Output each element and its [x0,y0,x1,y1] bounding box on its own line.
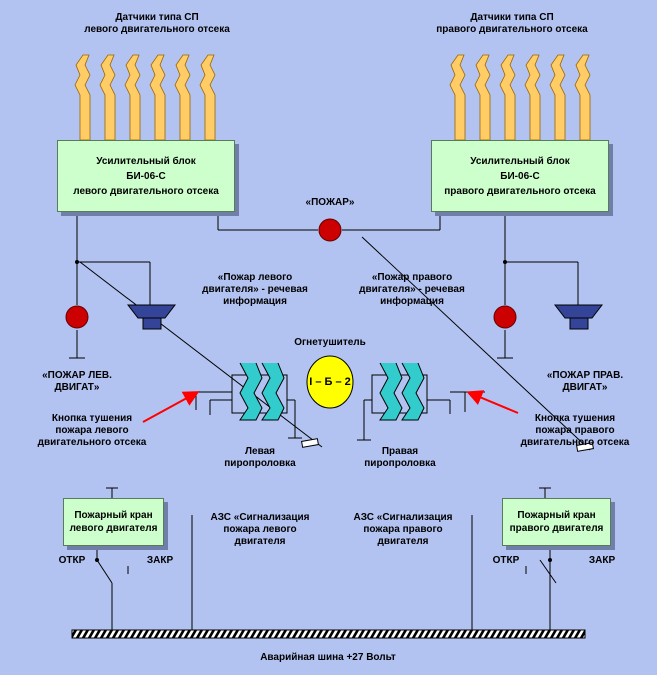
sensors-left-title: Датчики типа СП левого двигательного отс… [57,12,257,36]
extinguish-button-right[interactable]: Кнопка тушения пожара правого двигательн… [505,413,645,449]
extinguish-button-left[interactable]: Кнопка тушения пожара левого двигательно… [22,413,162,449]
lamp-icon [493,305,517,329]
sensor-icon [549,54,566,141]
engine-fire-right: «ПОЖАР ПРАВ. ДВИГАТ» [530,370,640,394]
lamp-icon [318,218,342,242]
squib-left-label: Левая пиропроловка [210,446,310,470]
sensors-right [449,54,591,141]
valve-right-close: ЗАКР [588,555,616,566]
breaker-left-line2: пожара левого [223,524,297,535]
extinguish-button-left-line3: двигательного отсека [37,437,147,448]
squib-right-line2: пиропроловка [364,458,436,469]
engine-fire-right-line2: ДВИГАТ» [562,382,608,393]
sensors-left-line1: Датчики типа СП [115,12,199,23]
voice-info-right-line3: информация [380,296,444,307]
breaker-right-line2: пожара правого [363,524,443,535]
breaker-right-line3: двигателя [377,536,429,547]
squib-left-line1: Левая [245,446,275,457]
fire-lamp-label: «ПОЖАР» [305,197,355,208]
extinguisher-title: Огнетушитель [294,337,366,348]
speaker-icon [126,304,177,330]
sensor-icon [449,54,466,141]
engine-fire-left: «ПОЖАР ЛЕВ. ДВИГАТ» [27,370,127,394]
bus-label: Аварийная шина +27 Вольт [260,652,396,663]
breaker-left-line1: АЗС «Сигнализация [210,512,310,523]
breaker-right: АЗС «Сигнализация пожара правого двигате… [338,512,468,548]
valve-left-open: ОТКР [58,555,86,566]
extinguish-button-right-line2: пожара правого [535,425,615,436]
fire-valve-right-line1: Пожарный кран [517,510,596,521]
lamp-icon [65,305,89,329]
engine-fire-left-line1: «ПОЖАР ЛЕВ. [42,370,112,381]
breaker-right-line1: АЗС «Сигнализация [353,512,453,523]
amp-block-right-line3: правого двигательного отсека [444,185,596,197]
extinguish-button-right-line3: двигательного отсека [520,437,630,448]
sensor-icon [124,54,141,141]
amp-block-right-line1: Усилительный блок [470,155,570,167]
fire-valve-right-line2: правого двигателя [509,523,604,534]
sensor-icon [574,54,591,141]
squib-right-line1: Правая [381,446,419,457]
voice-info-right-line2: двигателя» - речевая [359,284,465,295]
amp-block-left-line3: левого двигательного отсека [73,185,219,197]
extinguish-button-left-line1: Кнопка тушения [51,413,133,424]
voice-info-right: «Пожар правого двигателя» - речевая инфо… [337,272,487,308]
fire-valve-left-line2: левого двигателя [69,523,158,534]
engine-fire-left-line2: ДВИГАТ» [54,382,100,393]
sensors-right-line2: правого двигательного отсека [436,24,588,35]
sensors-left [74,54,216,141]
amp-block-left: Усилительный блок БИ-06-С левого двигате… [57,140,235,212]
extinguish-button-left-line2: пожара левого [55,425,129,436]
amp-block-left-line1: Усилительный блок [96,155,196,167]
voice-info-left-line2: двигателя» - речевая [202,284,308,295]
fire-valve-left-line1: Пожарный кран [74,510,153,521]
sensor-icon [174,54,191,141]
sensor-icon [149,54,166,141]
breaker-left: АЗС «Сигнализация пожара левого двигател… [195,512,325,548]
voice-info-left-line3: информация [223,296,287,307]
sensors-right-line1: Датчики типа СП [470,12,554,23]
wires [69,213,591,630]
switch-icon [548,558,552,562]
squib-icon [231,362,288,421]
sensors-right-title: Датчики типа СП правого двигательного от… [412,12,612,36]
sensor-icon [199,54,216,141]
squib-left-line2: пиропроловка [224,458,296,469]
voice-info-left-line1: «Пожар левого [217,272,293,283]
extinguisher-icon [306,355,354,409]
valve-left-close: ЗАКР [146,555,174,566]
switch-icon [95,558,99,562]
sensor-icon [499,54,516,141]
amp-block-right: Усилительный блок БИ-06-С правого двигат… [431,140,609,212]
sensor-icon [99,54,116,141]
extinguisher-label: I – Б – 2 [309,376,351,388]
valve-right-open: ОТКР [492,555,520,566]
engine-fire-right-line1: «ПОЖАР ПРАВ. [546,370,624,381]
sensor-icon [474,54,491,141]
extinguish-button-right-line1: Кнопка тушения [534,413,616,424]
squib-icon [371,362,428,421]
squib-right-label: Правая пиропроловка [350,446,450,470]
bus-icon [71,629,586,639]
fire-valve-left: Пожарный кран левого двигателя [63,498,164,546]
amp-block-right-line2: БИ-06-С [500,170,540,182]
voice-info-right-line1: «Пожар правого [371,272,453,283]
voice-info-left: «Пожар левого двигателя» - речевая инфор… [180,272,330,308]
sensor-icon [74,54,91,141]
fire-valve-right: Пожарный кран правого двигателя [502,498,611,546]
amp-block-left-line2: БИ-06-С [126,170,166,182]
sensors-left-line2: левого двигательного отсека [84,24,230,35]
breaker-left-line3: двигателя [234,536,286,547]
speaker-icon [553,304,604,330]
sensor-icon [524,54,541,141]
